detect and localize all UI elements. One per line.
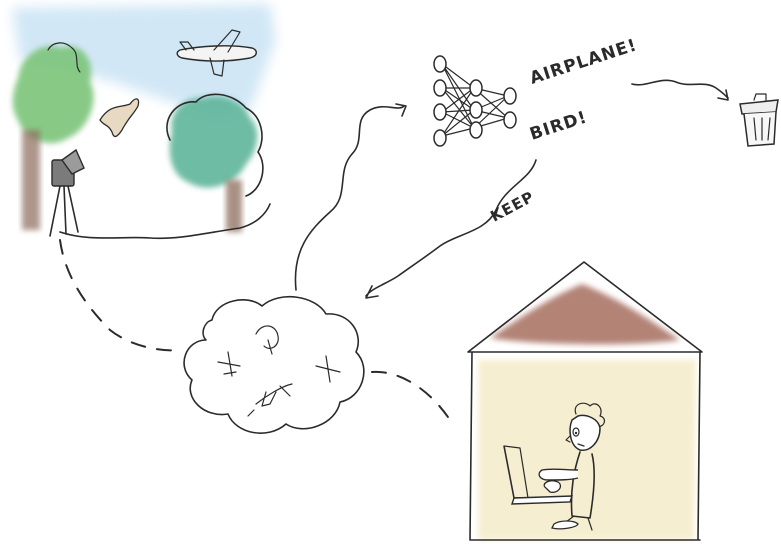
camera-icon xyxy=(50,150,84,236)
arrow-airplane-to-trash xyxy=(632,80,728,98)
arrow-head xyxy=(396,104,406,116)
tree-icon xyxy=(167,94,263,232)
trash-can-icon xyxy=(740,94,778,146)
neural-network-icon xyxy=(434,56,516,146)
outdoor-scene xyxy=(12,4,276,238)
arrow-keep-to-cloud xyxy=(366,160,536,296)
cloud-icon xyxy=(184,297,364,433)
dashed-path-cloud-to-house xyxy=(372,372,450,420)
dashed-path-camera-to-cloud xyxy=(60,240,182,350)
bird-icon xyxy=(100,99,139,137)
house-icon xyxy=(468,262,702,540)
tree-icon xyxy=(13,43,94,230)
keep-label: KEEP xyxy=(487,188,537,226)
bird-label: BIRD! xyxy=(527,107,590,144)
airplane-label: AIRPLANE! xyxy=(527,35,639,89)
arrow-cloud-to-network xyxy=(295,106,404,290)
